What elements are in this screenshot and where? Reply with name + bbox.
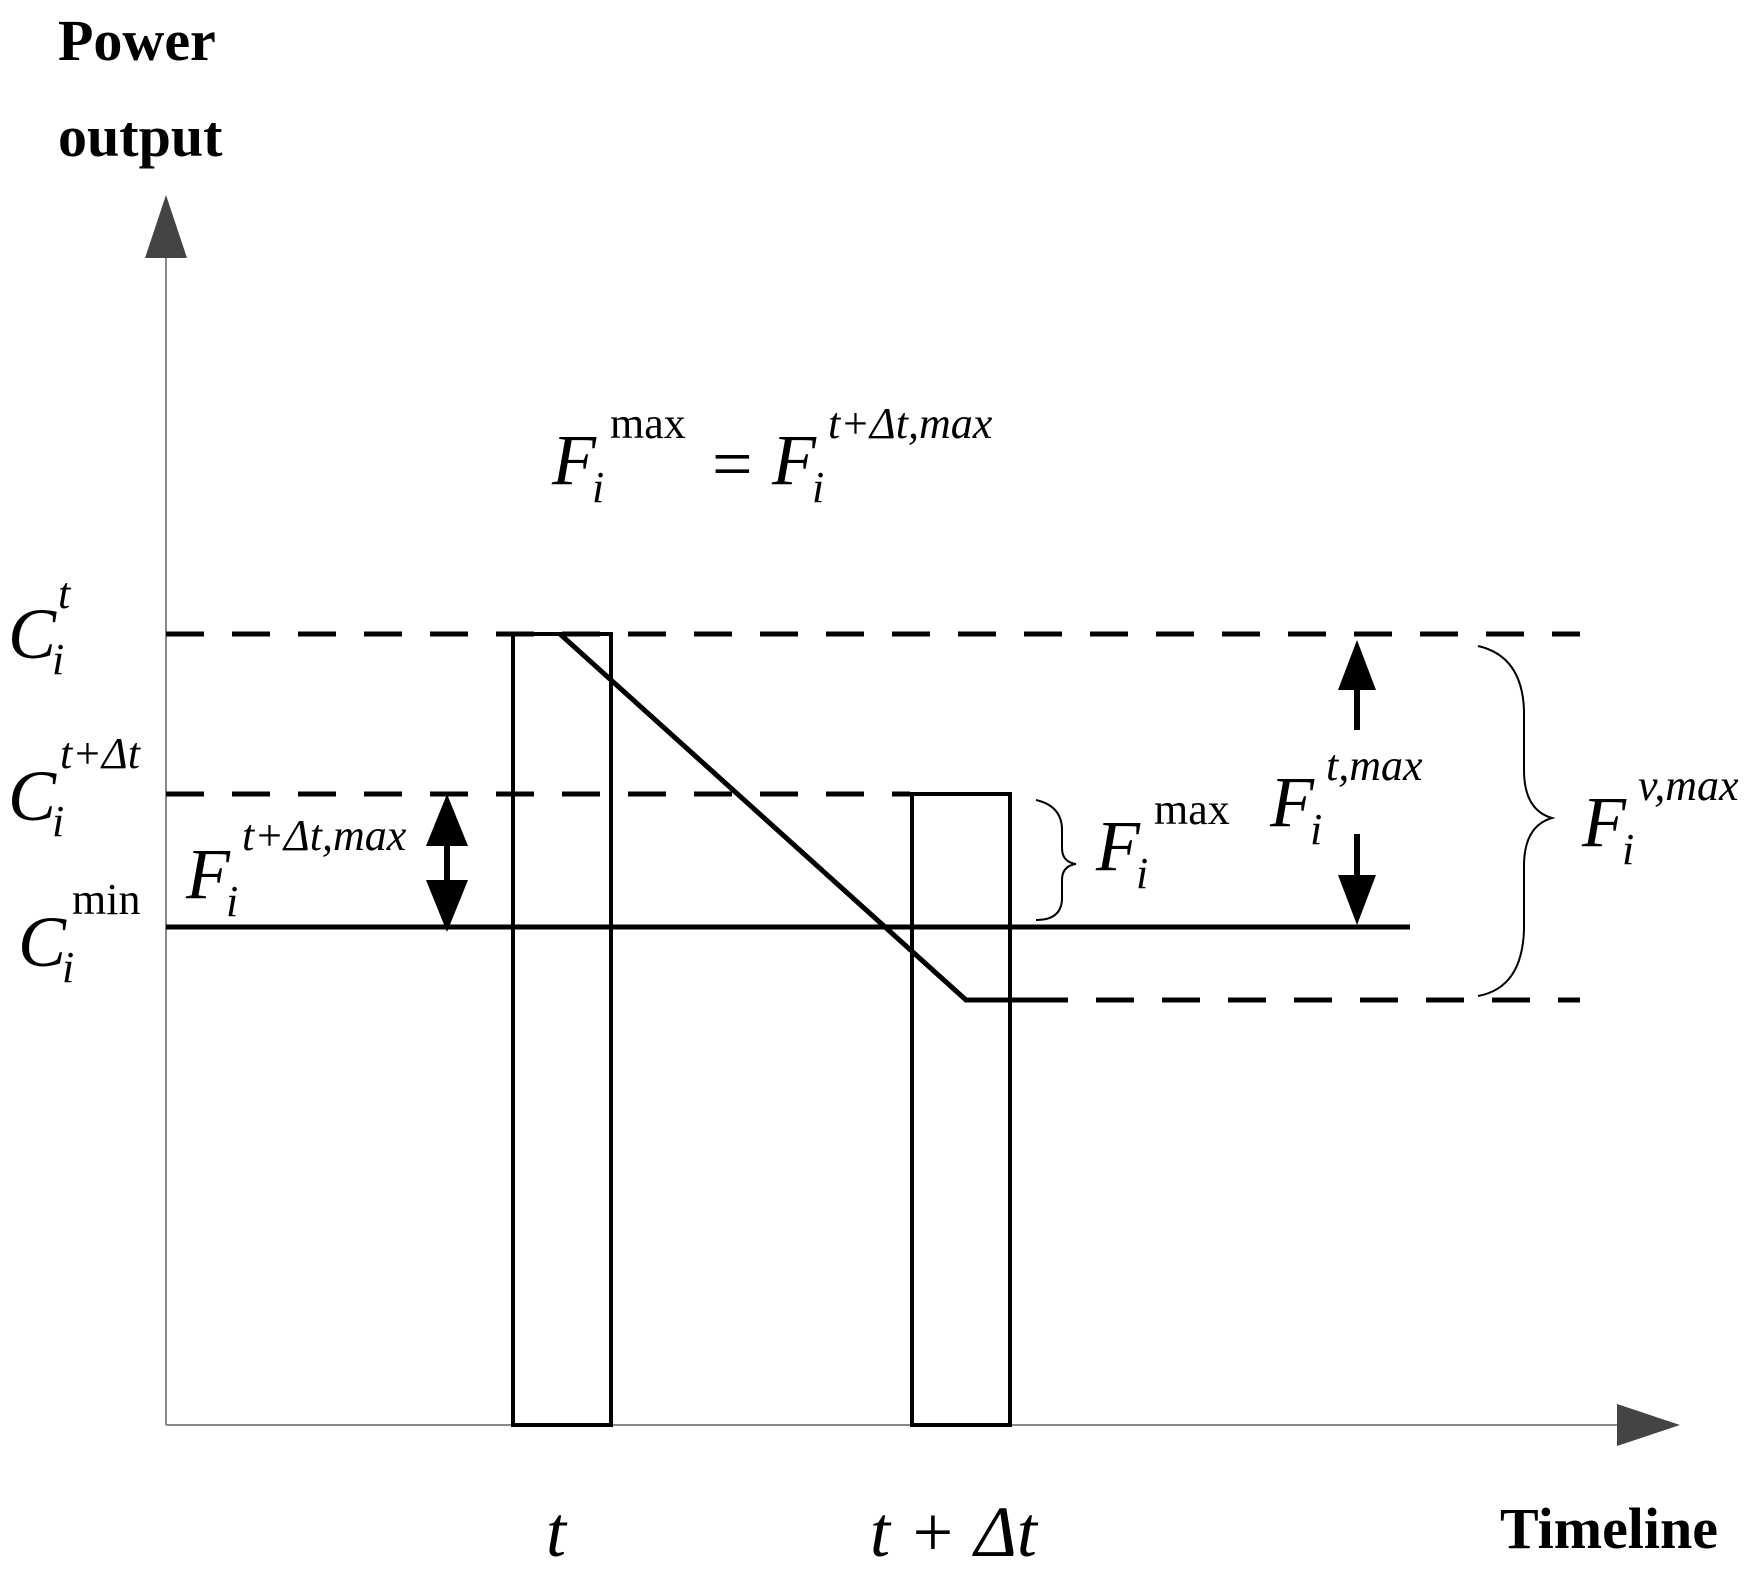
x-axis-arrow-icon	[1617, 1404, 1680, 1446]
y-axis	[145, 195, 187, 1425]
f-t-max-label: F t,max i	[1270, 741, 1423, 854]
y-axis-title-line2: output	[58, 104, 223, 169]
tick-t-label: t	[546, 1492, 567, 1572]
ramp-line	[558, 632, 1030, 1003]
tick-t-dt-label: t + Δt	[870, 1492, 1037, 1572]
f-max-label: F max i	[1096, 785, 1230, 898]
down-arrow-icon	[1338, 834, 1376, 925]
x-axis-title: Timeline	[1500, 1496, 1719, 1561]
y-axis-title-line1: Power	[58, 8, 216, 73]
left-double-arrow-icon	[426, 794, 468, 932]
up-arrow-icon	[1338, 640, 1376, 730]
x-axis	[166, 1404, 1680, 1446]
c-t-label: C t i	[8, 569, 71, 684]
small-brace-icon	[1035, 799, 1077, 921]
interval-t-dt-box	[910, 792, 1012, 1427]
f-t-dt-max-label: F t+Δt,max i	[186, 811, 407, 926]
f-v-max-label: F v,max i	[1582, 761, 1739, 874]
y-axis-arrow-icon	[145, 195, 187, 258]
c-min-label: C min i	[18, 875, 141, 992]
interval-t-box	[511, 632, 613, 1427]
formula-equals: =	[712, 424, 753, 504]
formula-rhs: F t+Δt,max i	[772, 399, 993, 512]
c-t-dt-label: C t+Δt i	[8, 729, 140, 846]
formula-lhs: F max i	[552, 399, 686, 512]
large-brace-icon	[1477, 645, 1556, 997]
